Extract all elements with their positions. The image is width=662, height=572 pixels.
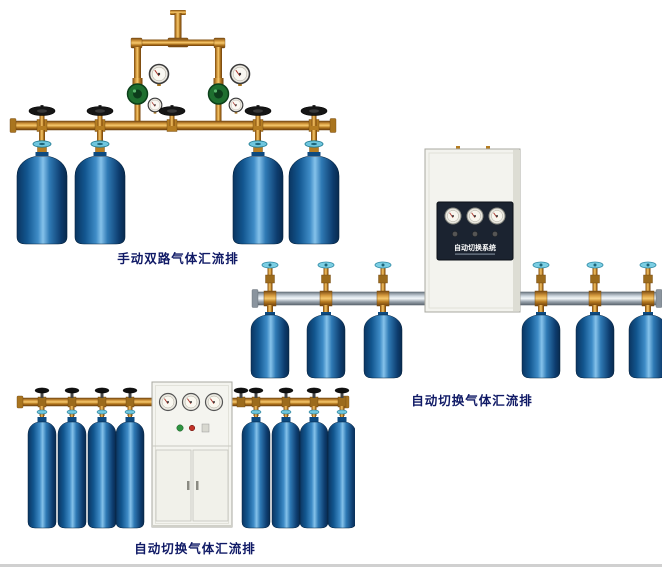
gas-cylinder [363,304,403,379]
cylinder-valve-station [639,261,657,307]
cylinder-valve-station [532,261,550,307]
pressure-gauge [444,207,462,225]
gas-cylinder [521,304,561,379]
gas-cylinder [575,304,615,379]
pressure-gauge [148,63,170,87]
cabinet-label: 自动切换系统 [454,243,496,252]
product-caption: 自动切换气体汇流排 [134,541,256,556]
gas-cylinder [327,409,355,529]
pressure-gauge [466,207,484,225]
gas-cylinder [87,409,117,529]
gas-regulator [126,77,149,105]
product-figure-auto-switch-wall: 自动切换系统 自动切换气体汇流排 [250,146,662,410]
auto-switch-manifold-photo-2 [16,381,355,529]
top-manifold-pipes [130,10,226,124]
control-cabinet [151,381,233,528]
panel-knob [452,231,458,237]
gas-cylinder [271,409,301,529]
gas-cylinder [27,409,57,529]
gas-cylinder [250,304,290,379]
cylinder-valve-station [261,261,279,307]
panel-knob [492,231,498,237]
green-indicator [176,424,184,432]
pressure-gauge [228,97,244,115]
door-handle [187,481,190,490]
cylinder-valve-station [586,261,604,307]
gas-cylinder [115,409,145,529]
cabinet-door [192,449,229,522]
pressure-gauge [229,63,251,87]
gas-cylinder [241,409,271,529]
auto-switch-manifold-photo: 自动切换系统 [250,146,662,379]
gas-cylinder [57,409,87,529]
red-indicator [188,424,196,432]
door-handle [196,481,199,490]
gas-cylinder [16,140,68,245]
control-cabinet: 自动切换系统 [424,146,521,313]
pressure-gauge [181,392,201,412]
gas-cylinder [74,140,126,245]
gas-cylinder [299,409,329,529]
gas-cylinder [628,304,662,379]
panel-knob [472,231,478,237]
page-bottom-border [0,564,662,567]
product-figure-manual-dual-manifold: 手动双路气体汇流排 [8,8,348,272]
manual-dual-manifold-photo [9,10,340,245]
product-figure-auto-switch-floor: 自动切换气体汇流排 [10,378,355,564]
gas-regulator [207,77,230,105]
panel-switch [201,423,210,433]
cylinder-valve-station [317,261,335,307]
gas-cylinder [306,304,346,379]
cylinder-valve-station [374,261,392,307]
product-caption: 手动双路气体汇流排 [117,251,239,266]
product-caption: 自动切换气体汇流排 [411,393,533,408]
pressure-gauge [158,392,178,412]
cabinet-door [155,449,192,522]
pressure-gauge [488,207,506,225]
pressure-gauge [204,392,224,412]
